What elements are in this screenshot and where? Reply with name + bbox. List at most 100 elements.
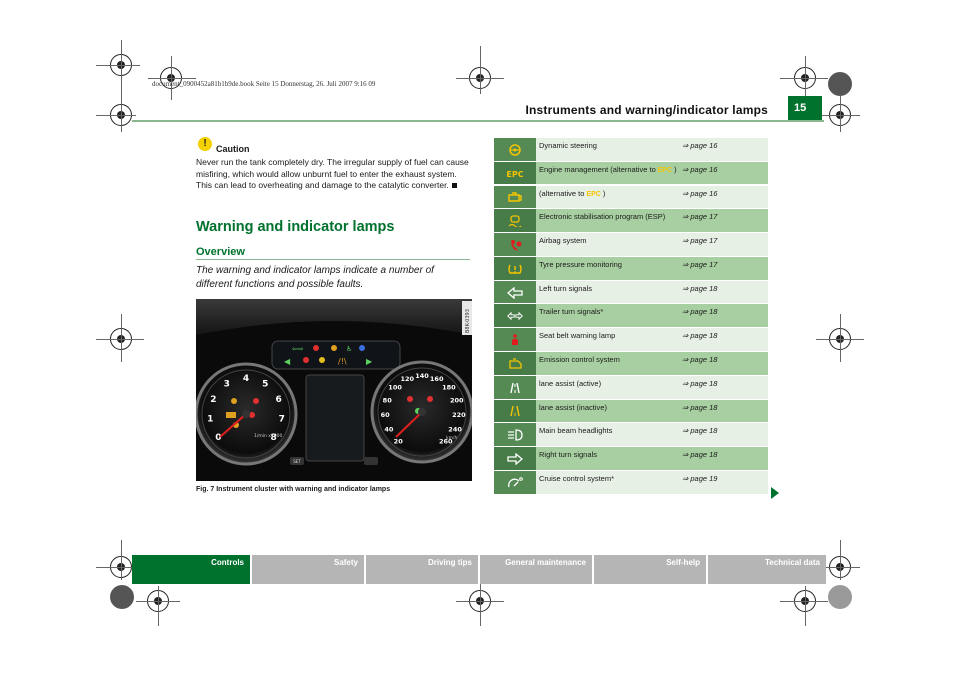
crop-line [121,40,122,96]
crop-line [805,586,806,626]
row-separator [494,398,768,400]
svg-text:km/h: km/h [446,435,458,441]
gauge-tick-label: 200 [450,396,464,404]
crop-line [96,567,136,568]
crop-line [96,339,144,340]
crop-line [816,115,860,116]
engine-management-icon [494,185,536,210]
gauge-tick-label: 8 [270,433,276,443]
subheading-rule [196,259,470,260]
lamp-name: Right turn signals [539,450,679,460]
lamp-name-text: Seat belt warning lamp [539,331,616,341]
page-reference-link[interactable]: ⇒ page 18 [682,283,718,293]
svg-text:♿: ♿ [346,345,352,353]
page-reference-link[interactable]: ⇒ page 18 [682,450,718,460]
crop-line [171,56,172,100]
tab-driving-tips[interactable]: Driving tips [366,555,478,584]
gauge-tick-label: 3 [224,380,230,390]
page-reference-link[interactable]: ⇒ page 18 [682,402,718,412]
page-reference-link[interactable]: ⇒ page 16 [682,188,718,198]
tab-technical-data[interactable]: Technical data [708,555,826,584]
intro-text: The warning and indicator lamps indicate… [196,265,434,290]
lamp-row: Left turn signals⇒ page 18 [494,280,768,305]
svg-text:1/min x1000: 1/min x1000 [254,433,283,439]
crop-line [158,586,159,626]
page-reference-link[interactable]: ⇒ page 19 [682,473,718,483]
gauge-tick-label: 1 [207,415,213,425]
crop-line [805,56,806,96]
page-reference-link[interactable]: ⇒ page 18 [682,378,718,388]
lamp-name: Electronic stabilisation program (ESP) [539,212,679,222]
crop-line [96,115,136,116]
crop-line [480,46,481,94]
crop-line [96,65,140,66]
lamp-name-text: lane assist (inactive) [539,402,607,412]
lamp-name-tail: ) [674,164,677,174]
dynamic-steering-icon [494,138,536,162]
lamp-row: Dynamic steering ⇒ page 16 [494,138,768,162]
svg-text:EPC: EPC [507,170,523,179]
tab-safety[interactable]: Safety [252,555,364,584]
registration-dot [828,585,852,609]
lamp-name-text: Tyre pressure monitoring [539,259,622,269]
page-reference-link[interactable]: ⇒ page 18 [682,307,718,317]
page-reference-link[interactable]: ⇒ page 17 [682,212,718,222]
end-mark-icon [451,183,457,189]
row-separator [494,160,768,162]
crop-line [480,578,481,626]
tab-self-help[interactable]: Self-help [594,555,706,584]
gauge-tick-label: 260 [439,437,453,445]
epc-inline-icon: EPC [586,190,601,198]
crop-line [840,96,841,132]
crop-line [121,96,122,132]
trailer-turn-icon [494,304,536,329]
lamp-name-text: Main beam headlights [539,426,613,436]
crop-line [121,314,122,362]
row-separator [494,350,768,352]
page-reference-link[interactable]: ⇒ page 18 [682,355,718,365]
gauge-tick-label: 4 [243,374,249,384]
epc-inline-icon: EPC [657,166,673,174]
lane-assist-active-icon [494,375,536,400]
tab-general-maintenance[interactable]: General maintenance [480,555,592,584]
lamp-name-text: Electronic stabilisation program (ESP) [539,212,666,222]
lamp-name-text: Emission control system [539,355,620,365]
caution-text: Never run the tank completely dry. The i… [196,157,469,191]
tab-controls[interactable]: Controls [132,555,250,584]
gauge-tick-label: 240 [448,426,462,434]
page-reference-link[interactable]: ⇒ page 17 [682,236,718,246]
page-reference-link[interactable]: ⇒ page 16 [682,141,718,150]
row-separator [494,232,768,234]
crop-line [780,601,828,602]
registration-dot [828,72,852,96]
epc-icon: EPC [494,161,536,186]
row-separator [494,469,768,471]
svg-text:◀: ◀ [284,357,291,366]
lane-assist-inactive-icon [494,399,536,424]
page-reference-link[interactable]: ⇒ page 16 [682,164,718,174]
gauge-tick-label: 0 [215,433,221,443]
crop-line [148,78,196,79]
row-separator [494,303,768,305]
lamp-name: Dynamic steering [539,141,679,151]
lamp-name: Emission control system [539,355,679,365]
crop-line [816,567,860,568]
page-reference-link[interactable]: ⇒ page 18 [682,331,718,341]
gauge-tick-label: 5 [262,380,268,390]
next-page-arrow-icon[interactable] [771,487,779,499]
lamp-name-text: Dynamic steering [539,141,597,150]
caution-body: Never run the tank completely dry. The i… [196,157,472,192]
page-reference-link[interactable]: ⇒ page 17 [682,259,718,269]
row-separator [494,184,768,186]
main-beam-icon [494,423,536,448]
seat-belt-icon [494,328,536,352]
lamp-name-text: Engine management (alternative to [539,164,656,174]
gauge-tick-label: 220 [452,411,466,419]
page-reference-link[interactable]: ⇒ page 18 [682,426,718,436]
lamp-row: Seat belt warning lamp ⇒ page 18 [494,328,768,352]
